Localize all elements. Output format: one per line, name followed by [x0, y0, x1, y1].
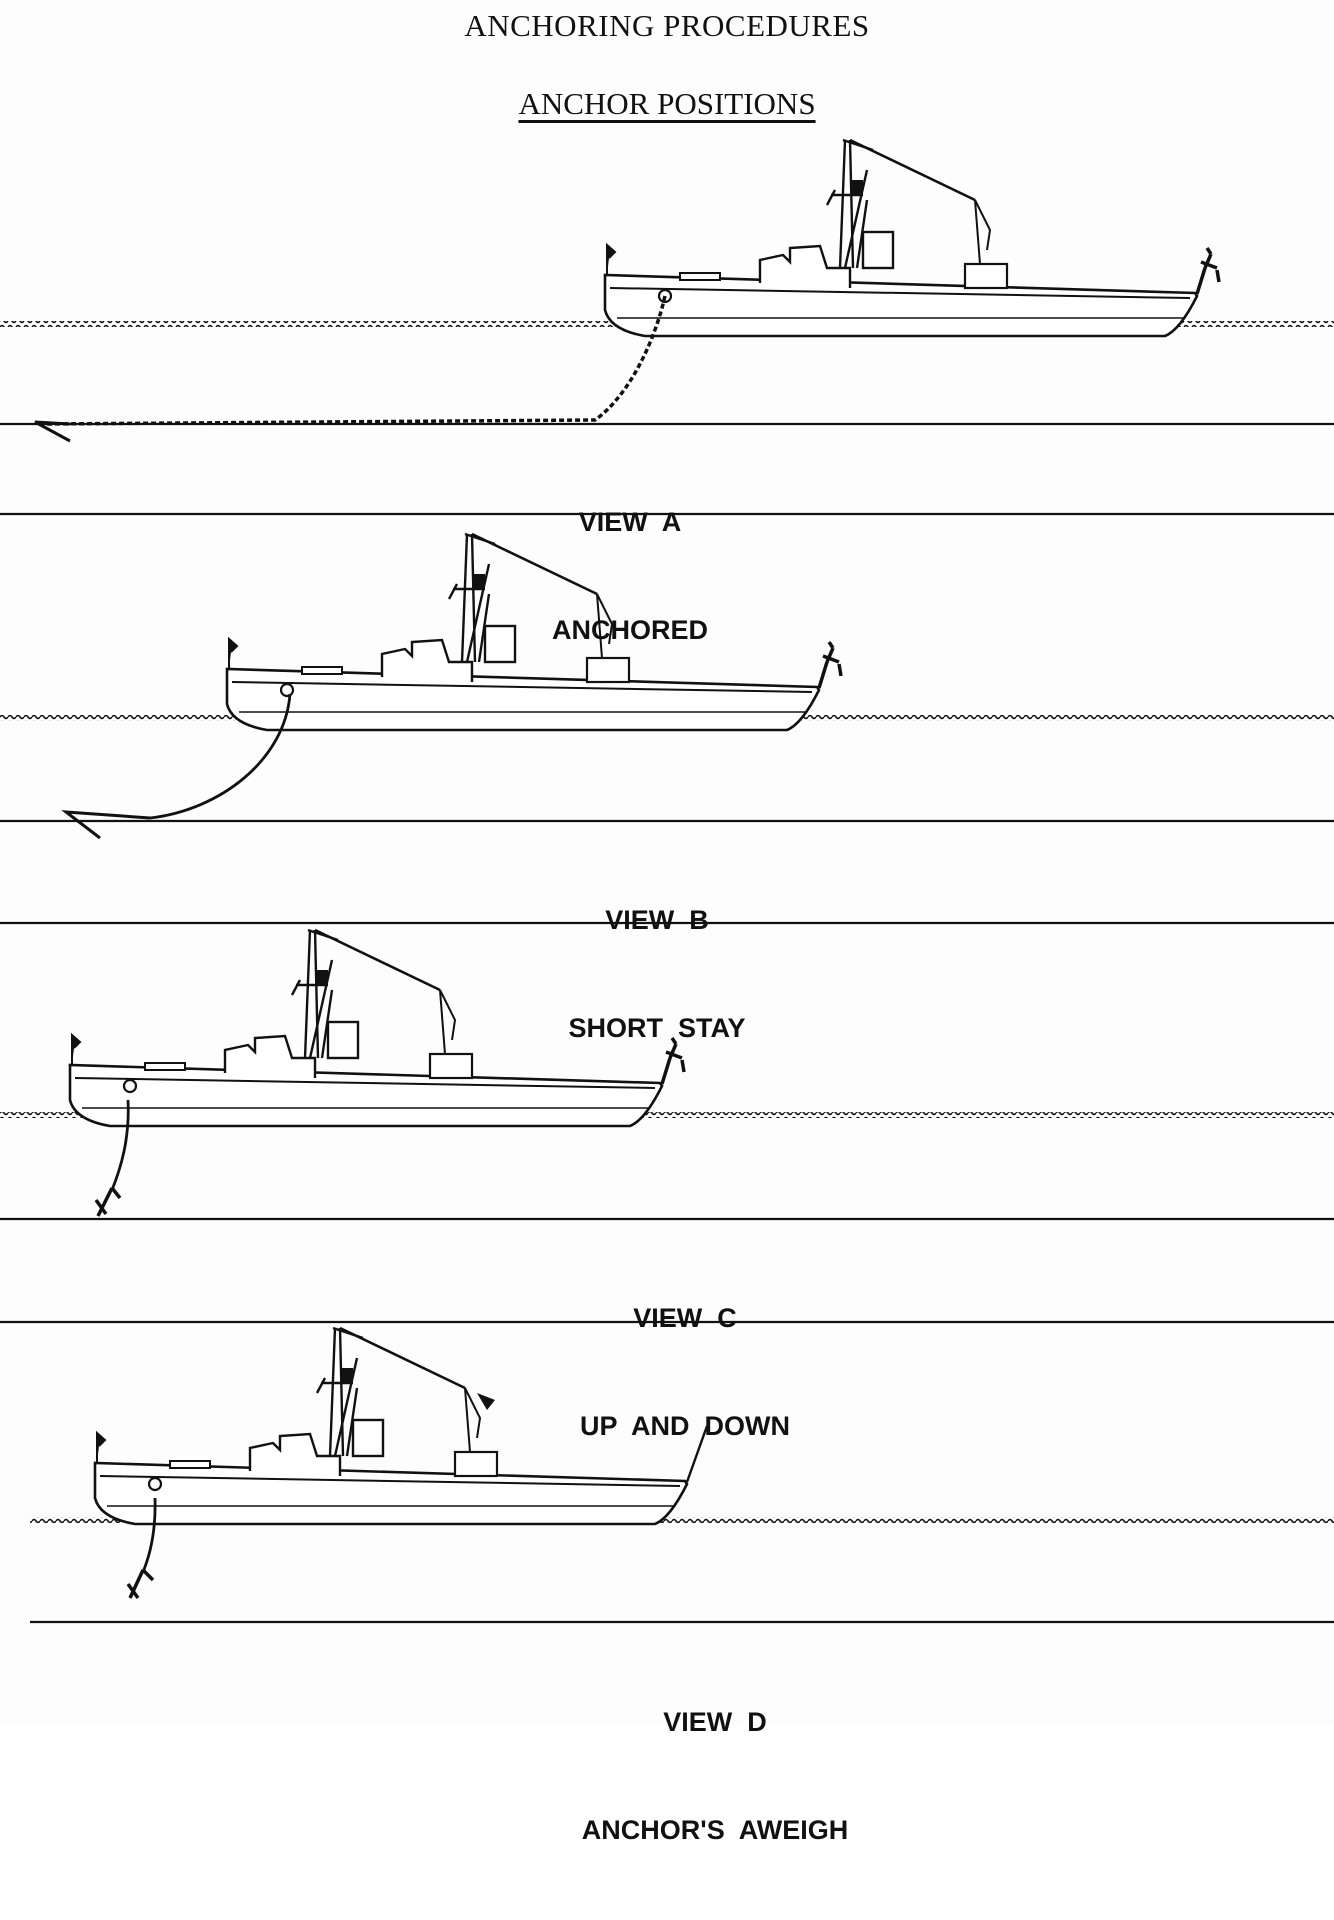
view-d-title: VIEW D	[663, 1707, 767, 1737]
water-surface-d	[30, 1517, 1334, 1523]
water-surface-c	[0, 1112, 1334, 1118]
anchor-icon-b	[61, 810, 151, 840]
anchor-chain-a	[44, 295, 667, 426]
anchor-positions-figure	[0, 0, 1334, 1624]
view-b-title: VIEW B	[605, 905, 709, 935]
anchor-chain-b	[149, 693, 292, 820]
view-d-label: VIEW D ANCHOR'S AWEIGH	[515, 1632, 915, 1920]
view-d-caption: ANCHOR'S AWEIGH	[581, 1815, 849, 1845]
view-b-label: VIEW B SHORT STAY	[457, 830, 857, 1118]
anchor-icon-d	[126, 1568, 155, 1600]
document-subtitle: ANCHOR POSITIONS	[0, 86, 1334, 122]
view-c-caption: UP AND DOWN	[579, 1411, 790, 1441]
anchor-chain-c	[110, 1099, 130, 1191]
anchor-chain-d	[141, 1497, 157, 1573]
view-a-title: VIEW A	[578, 507, 682, 537]
view-c-label: VIEW C UP AND DOWN	[485, 1228, 885, 1516]
anchor-icon-c	[94, 1186, 122, 1217]
panel-view-c	[0, 930, 1334, 1221]
view-a-label: VIEW A ANCHORED	[430, 432, 830, 720]
view-a-caption: ANCHORED	[551, 615, 708, 645]
view-c-title: VIEW C	[633, 1303, 737, 1333]
boat-a	[605, 140, 1219, 336]
panel-view-a	[0, 140, 1334, 443]
panel-view-d	[30, 1328, 1334, 1624]
subtitle-text: ANCHOR POSITIONS	[518, 86, 816, 121]
view-b-caption: SHORT STAY	[568, 1013, 746, 1043]
document-title: ANCHORING PROCEDURES	[464, 8, 870, 43]
anchor-icon-a	[34, 420, 71, 443]
panel-view-b	[0, 534, 1334, 840]
document-page: ANCHORING PROCEDURES ANCHOR POSITIONS	[0, 0, 1334, 1845]
